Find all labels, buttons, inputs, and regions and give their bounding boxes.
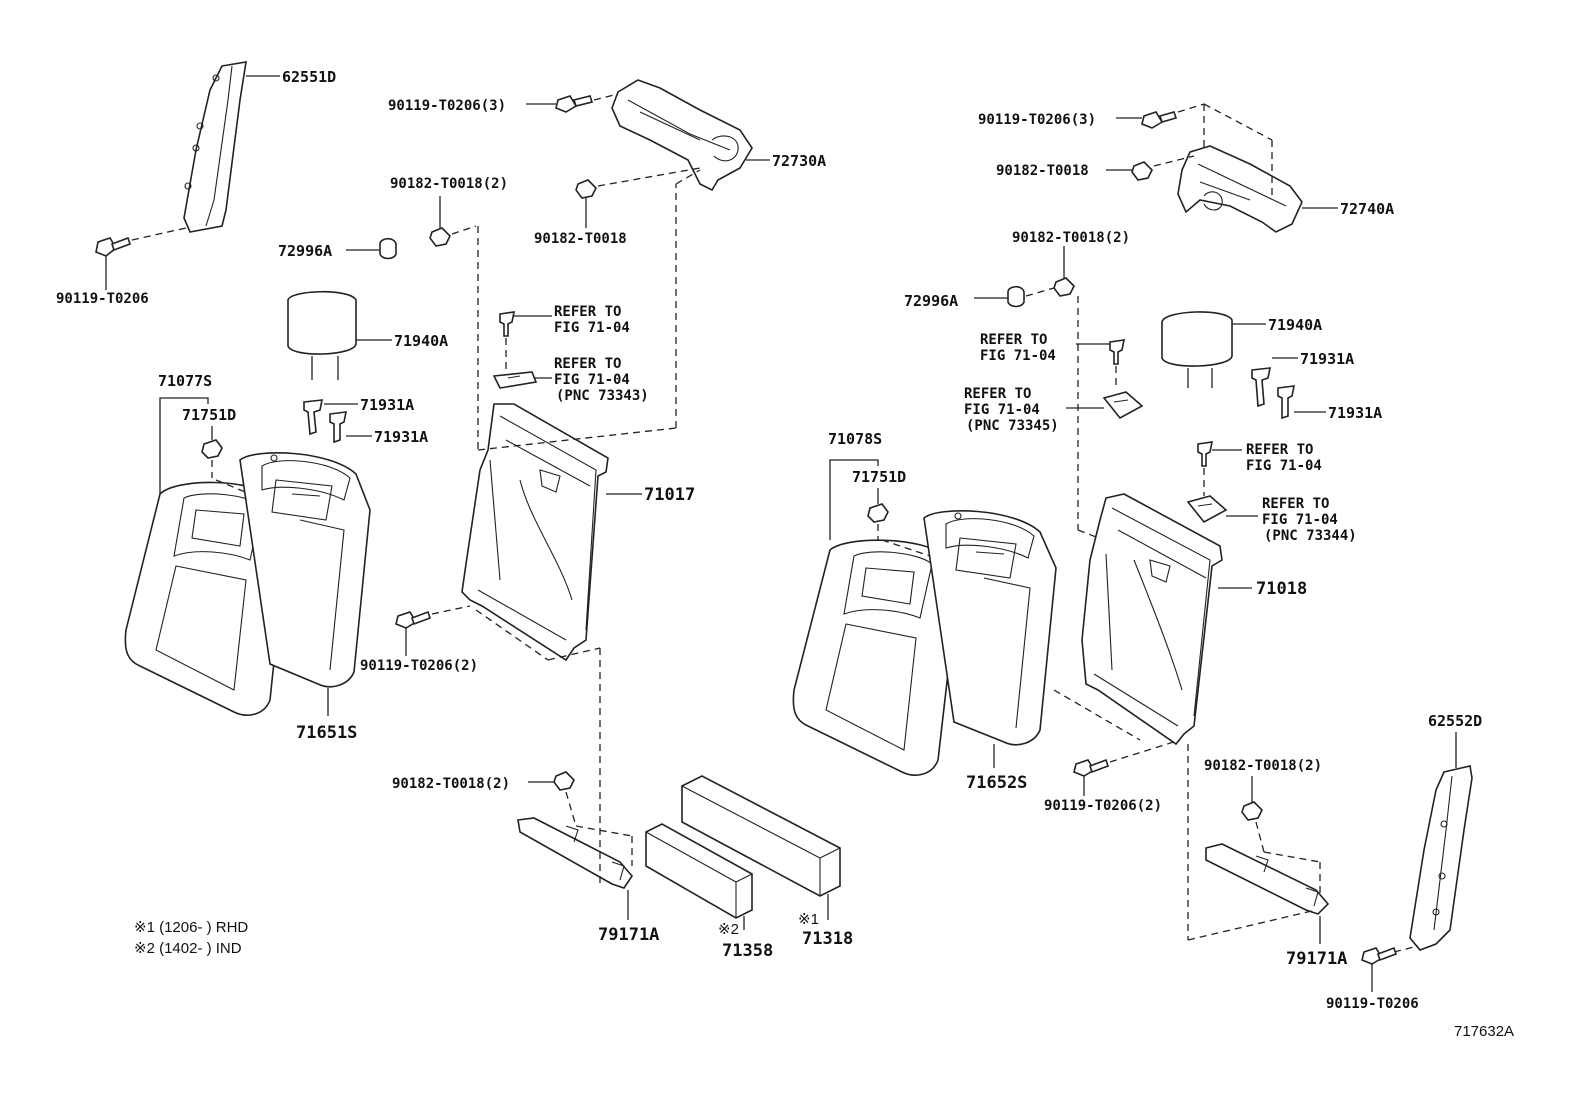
pillar-trim-62551d <box>183 61 280 233</box>
mark-1: ※1 <box>798 911 819 928</box>
label-71077s: 71077S <box>158 372 212 390</box>
label-90182-t0018-2-right: 90182-T0018(2) <box>1012 230 1130 246</box>
nut-90182-t0018-2-right <box>1053 246 1105 541</box>
hinge-bracket-72740a <box>1177 145 1338 233</box>
bolt-90119-t0206-2-right <box>1053 689 1181 796</box>
cap-72996a-left <box>346 237 397 260</box>
refer-to-2-line1: REFER TO <box>554 356 621 372</box>
label-90182-t0018-2-lower-left: 90182-T0018(2) <box>392 776 510 792</box>
clip-71751d-right <box>867 488 889 540</box>
guide-71931a-right <box>1251 357 1326 420</box>
bracket-79171a-right <box>1187 744 1330 944</box>
note-1: ※1 (1206- ) RHD <box>134 919 248 936</box>
label-71940a-right: 71940A <box>1268 316 1322 334</box>
label-71931a-right-1: 71931A <box>1300 350 1354 368</box>
seatback-frame-71018 <box>1081 493 1252 746</box>
screw-refer-left-1 <box>499 311 552 372</box>
refer-to-6-line1: REFER TO <box>1262 496 1329 512</box>
screw-refer-right-5 <box>1197 441 1242 496</box>
guide-71931a-left <box>303 399 372 444</box>
label-72996a-right: 72996A <box>904 292 958 310</box>
refer-to-5-line2: FIG 71-04 <box>1246 458 1322 474</box>
refer-to-5-line1: REFER TO <box>1246 442 1313 458</box>
refer-to-6-line2: FIG 71-04 <box>1262 512 1338 528</box>
label-71652s: 71652S <box>966 773 1027 793</box>
seatback-cover-71651s <box>239 452 371 716</box>
seatback-cover-71652s <box>923 510 1057 768</box>
guide-plate-refer-right-6 <box>1186 495 1258 524</box>
refer-to-1-line1: REFER TO <box>554 304 621 320</box>
label-71931a-left-1: 71931A <box>360 396 414 414</box>
label-90182-t0018-2-lower-right: 90182-T0018(2) <box>1204 758 1322 774</box>
label-90119-t0206-right: 90119-T0206 <box>1326 996 1419 1012</box>
label-71318: 71318 <box>802 929 853 949</box>
label-71931a-right-2: 71931A <box>1328 404 1382 422</box>
label-62551d: 62551D <box>282 68 336 86</box>
label-72730a: 72730A <box>772 152 826 170</box>
guide-plate-refer-left-2 <box>492 371 552 389</box>
seatback-frame-71017 <box>461 169 701 662</box>
figure-id: 717632A <box>1454 1023 1514 1040</box>
headrest-71940a-right <box>1161 311 1266 388</box>
label-90182-t0018-right: 90182-T0018 <box>996 163 1089 179</box>
bolt-90119-t0206-right <box>1361 946 1398 992</box>
label-71940a-left: 71940A <box>394 332 448 350</box>
label-90119-t0206-2-left: 90119-T0206(2) <box>360 658 478 674</box>
label-90119-t0206-3-left: 90119-T0206(3) <box>388 98 506 114</box>
refer-to-1-line2: FIG 71-04 <box>554 320 630 336</box>
bolt-90119-t0206-2-left <box>395 605 601 661</box>
label-71017: 71017 <box>644 485 695 505</box>
refer-to-2-line2: FIG 71-04 <box>554 372 630 388</box>
refer-to-6-line3: (PNC 73344) <box>1264 528 1357 544</box>
label-90182-t0018-2-left: 90182-T0018(2) <box>390 176 508 192</box>
refer-to-4-line2: FIG 71-04 <box>964 402 1040 418</box>
pillar-trim-62552d <box>1393 732 1473 953</box>
label-62552d: 62552D <box>1428 712 1482 730</box>
label-90119-t0206-left: 90119-T0206 <box>56 291 149 307</box>
label-72996a-left: 72996A <box>278 242 332 260</box>
hinge-bracket-72730a <box>611 79 770 192</box>
guide-plate-refer-right-4 <box>1066 391 1144 420</box>
label-79171a-right: 79171A <box>1286 949 1347 969</box>
label-72740a: 72740A <box>1340 200 1394 218</box>
nut-90182-t0018-2-lower-right <box>1241 776 1265 853</box>
refer-to-3-line2: FIG 71-04 <box>980 348 1056 364</box>
nut-90182-t0018-left <box>575 167 701 228</box>
screw-refer-right-3 <box>1076 339 1126 390</box>
cap-72996a-right <box>974 285 1055 308</box>
mark-2: ※2 <box>718 921 739 938</box>
nut-90182-t0018-2-left <box>429 196 477 247</box>
label-71751d-right: 71751D <box>852 468 906 486</box>
label-71018: 71018 <box>1256 579 1307 599</box>
headrest-71940a-left <box>287 290 392 380</box>
refer-to-3-line1: REFER TO <box>980 332 1047 348</box>
refer-to-4-line3: (PNC 73345) <box>966 418 1059 434</box>
label-71358: 71358 <box>722 941 773 961</box>
bracket-79171a-left <box>517 648 634 920</box>
nut-90182-t0018-right <box>1106 155 1195 181</box>
nut-90182-t0018-2-lower-left <box>528 771 577 827</box>
label-90119-t0206-2-right: 90119-T0206(2) <box>1044 798 1162 814</box>
clip-71751d-left <box>201 426 223 478</box>
label-79171a-left: 79171A <box>598 925 659 945</box>
label-71931a-left-2: 71931A <box>374 428 428 446</box>
label-90182-t0018-left: 90182-T0018 <box>534 231 627 247</box>
label-71651s: 71651S <box>296 723 357 743</box>
note-2: ※2 (1402- ) IND <box>134 940 242 957</box>
label-71078s: 71078S <box>828 430 882 448</box>
seatback-pad-71078s <box>792 539 959 776</box>
pad-71358 <box>645 823 753 930</box>
refer-to-2-line3: (PNC 73343) <box>556 388 649 404</box>
label-90119-t0206-3-right: 90119-T0206(3) <box>978 112 1096 128</box>
bolt-90119-t0206-3-right <box>1116 103 1273 200</box>
bolt-90119-t0206-3-left <box>526 93 619 113</box>
seatback-pad-71077s <box>124 479 289 716</box>
pad-71318 <box>681 775 841 920</box>
bolt-90119-t0206-left <box>95 227 187 290</box>
label-71751d-left: 71751D <box>182 406 236 424</box>
refer-to-4-line1: REFER TO <box>964 386 1031 402</box>
